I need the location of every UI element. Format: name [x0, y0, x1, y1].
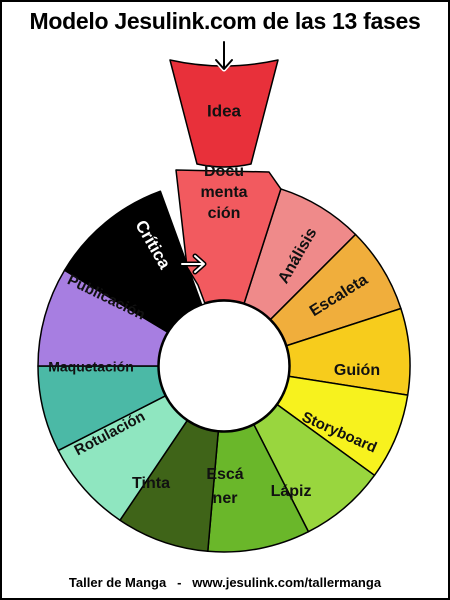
label-lapiz-line: Lápiz: [271, 483, 312, 500]
footer: Taller de Manga - www.jesulink.com/talle…: [2, 575, 448, 590]
entry-arrow-icon: [215, 41, 233, 70]
segment-critica: [63, 190, 203, 333]
wheel-center: [158, 300, 290, 432]
label-documentacion-line: ción: [208, 205, 241, 222]
label-escaner: Escá ner: [206, 466, 243, 507]
label-maquetacion-line: Maquetación: [48, 359, 134, 375]
return-arrow-icon: [181, 255, 205, 273]
footer-url: www.jesulink.com/tallermanga: [192, 575, 382, 590]
segment-idea: [169, 59, 279, 168]
label-documentacion-line: Docu: [204, 163, 244, 180]
label-guion: Guión: [334, 362, 380, 379]
label-escaner-line: Escá: [206, 466, 243, 483]
label-tinta: Tinta: [132, 475, 170, 492]
footer-separator: -: [177, 575, 182, 590]
label-maquetacion: Maquetación: [48, 359, 134, 375]
label-documentacion: Docu menta ción: [200, 163, 247, 222]
label-documentacion-line: menta: [200, 184, 247, 201]
page-title: Modelo Jesulink.com de las 13 fases: [29, 8, 421, 34]
label-idea: Idea: [207, 101, 242, 120]
footer-left: Taller de Manga: [68, 575, 167, 590]
label-escaner-line: ner: [213, 490, 238, 507]
segment-documentacion: [175, 169, 282, 304]
label-tinta-line: Tinta: [132, 475, 170, 492]
label-lapiz: Lápiz: [271, 483, 312, 500]
label-idea-line: Idea: [207, 101, 242, 120]
label-guion-line: Guión: [334, 362, 380, 379]
